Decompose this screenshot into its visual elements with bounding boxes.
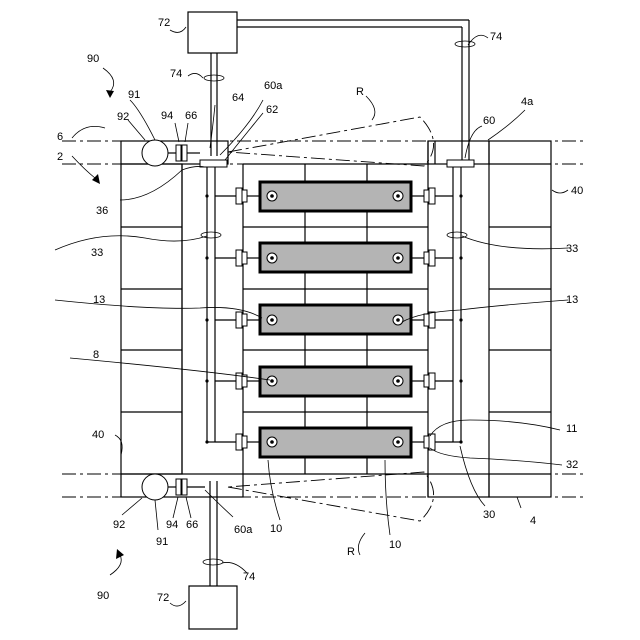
- label-4a: 4a: [521, 96, 534, 108]
- battery-cell-row: [205, 182, 462, 211]
- label-13-right: 13: [566, 294, 578, 306]
- label-92-top: 92: [117, 111, 129, 123]
- label-6: 6: [57, 131, 63, 143]
- label-91-top: 91: [128, 89, 140, 101]
- label-8: 8: [93, 349, 99, 361]
- label-92-bottom: 92: [113, 519, 125, 531]
- bottom-pump-assembly: [142, 474, 205, 500]
- label-94-bottom: 94: [166, 519, 178, 531]
- top-pump-assembly: [142, 140, 474, 167]
- label-30: 30: [483, 509, 495, 521]
- label-74-top-left: 74: [170, 68, 182, 80]
- battery-cells: [205, 182, 462, 457]
- label-66-top: 66: [185, 110, 197, 122]
- battery-cell-row: [205, 305, 462, 334]
- label-72-bottom: 72: [157, 592, 169, 604]
- label-64: 64: [232, 92, 244, 104]
- label-10-b: 10: [389, 539, 401, 551]
- battery-cell-row: [205, 367, 462, 396]
- label-60a-bottom: 60a: [234, 524, 253, 536]
- label-66-bottom: 66: [186, 519, 198, 531]
- label-94-top: 94: [161, 110, 173, 122]
- label-60: 60: [483, 115, 495, 127]
- label-60a-top: 60a: [264, 80, 283, 92]
- label-40-right: 40: [571, 185, 583, 197]
- label-72-top: 72: [158, 17, 170, 29]
- label-91-bottom: 91: [156, 536, 168, 548]
- bottom-cooling-unit: [189, 481, 237, 629]
- top-cooling-unit: [188, 12, 475, 162]
- label-10-a: 10: [270, 523, 282, 535]
- label-32: 32: [566, 459, 578, 471]
- label-90-bottom: 90: [97, 590, 109, 602]
- label-11: 11: [566, 423, 577, 435]
- label-13-left: 13: [93, 294, 105, 306]
- label-74-top-right: 74: [490, 31, 502, 43]
- label-74-bottom: 74: [243, 571, 255, 583]
- label-r-bottom: R: [347, 546, 355, 558]
- label-40-left: 40: [92, 429, 104, 441]
- label-90-top: 90: [87, 53, 99, 65]
- label-r-top: R: [356, 86, 364, 98]
- label-36: 36: [96, 205, 108, 217]
- label-2: 2: [57, 151, 63, 163]
- battery-cell-row: [205, 428, 462, 457]
- battery-cell-row: [205, 243, 462, 272]
- label-4: 4: [530, 515, 536, 527]
- label-33-right: 33: [566, 243, 578, 255]
- label-33-left: 33: [91, 247, 103, 259]
- label-62: 62: [266, 104, 278, 116]
